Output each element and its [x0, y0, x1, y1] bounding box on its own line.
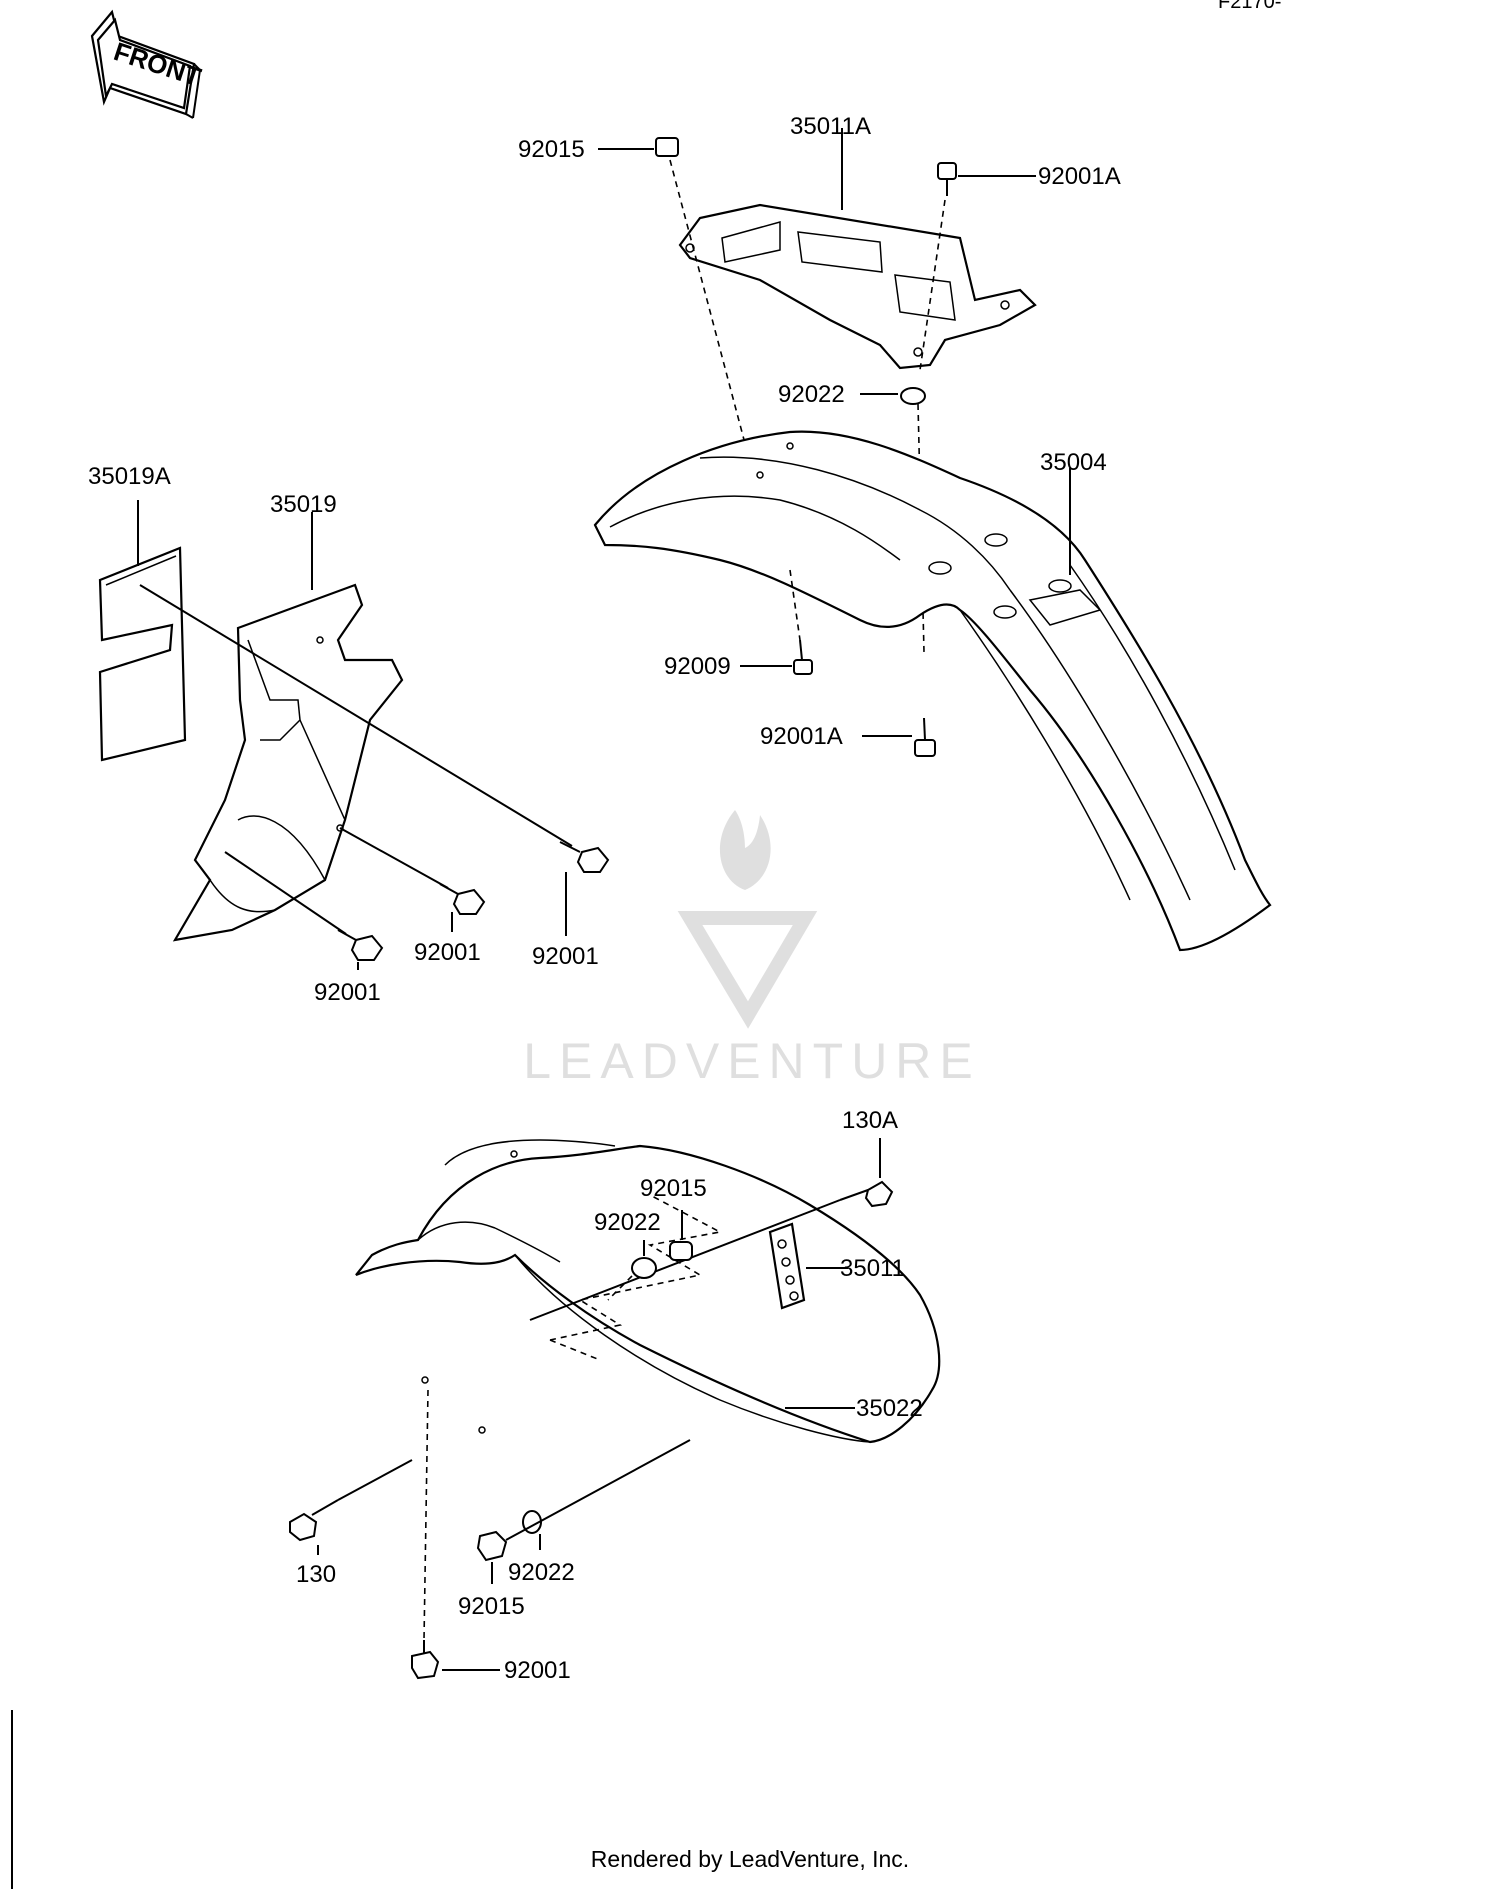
label-92015-low: 92015 [458, 1593, 525, 1620]
rear-fender-35022 [355, 1139, 941, 1444]
washer-92022-top [860, 387, 926, 405]
footer-credit: Rendered by LeadVenture, Inc. [590, 1846, 910, 1872]
bolt-92001-low [411, 1640, 500, 1680]
bolt-92001-c [559, 841, 610, 936]
bolt-92001-b [439, 883, 486, 932]
bracket-35011A [678, 203, 1037, 370]
label-35011: 35011 [840, 1255, 905, 1282]
washer-92022-mid [631, 1240, 657, 1279]
bolt-130 [289, 1459, 413, 1542]
screw-92009 [740, 639, 813, 675]
bolt-92001A-mid [862, 717, 936, 757]
leadventure-watermark: LEADVENTURE [523, 810, 981, 1089]
label-130A: 130A [842, 1107, 898, 1134]
plate-35011 [768, 1222, 848, 1310]
washer-92022-low [522, 1510, 542, 1550]
watermark-text: LEADVENTURE [523, 1033, 981, 1089]
figure-code: F2170- [1218, 0, 1281, 13]
label-92001-low: 92001 [504, 1657, 571, 1684]
label-35022: 35022 [856, 1395, 923, 1422]
label-92001A-top: 92001A [1038, 163, 1121, 190]
plate-35019A [98, 546, 187, 762]
nut-92015-mid [669, 1210, 693, 1261]
front-arrow-icon: FRONT [90, 9, 205, 119]
label-35019A: 35019A [88, 463, 171, 490]
label-35011A: 35011A [790, 113, 871, 140]
guard-35019 [172, 583, 404, 942]
bolt-92001-a [337, 929, 384, 970]
label-92001-a: 92001 [314, 979, 381, 1006]
front-fender-35004 [593, 430, 1272, 952]
label-92001-b: 92001 [414, 939, 481, 966]
label-92015-mid: 92015 [640, 1175, 707, 1202]
bolt-130A [839, 1138, 894, 1208]
label-92022-low: 92022 [508, 1559, 575, 1586]
label-35004: 35004 [1040, 449, 1107, 476]
nut-92015-low [476, 1530, 508, 1584]
label-92001A-mid: 92001A [760, 723, 843, 750]
label-130: 130 [296, 1561, 336, 1588]
label-92001-c: 92001 [532, 943, 599, 970]
label-35019: 35019 [270, 491, 337, 518]
label-92022-mid: 92022 [594, 1209, 661, 1236]
label-92015-top: 92015 [518, 136, 585, 163]
label-92022-top: 92022 [778, 381, 845, 408]
label-92009: 92009 [664, 653, 731, 680]
bolt-92001A-top [937, 162, 1036, 196]
nut-92015-top [598, 137, 679, 157]
